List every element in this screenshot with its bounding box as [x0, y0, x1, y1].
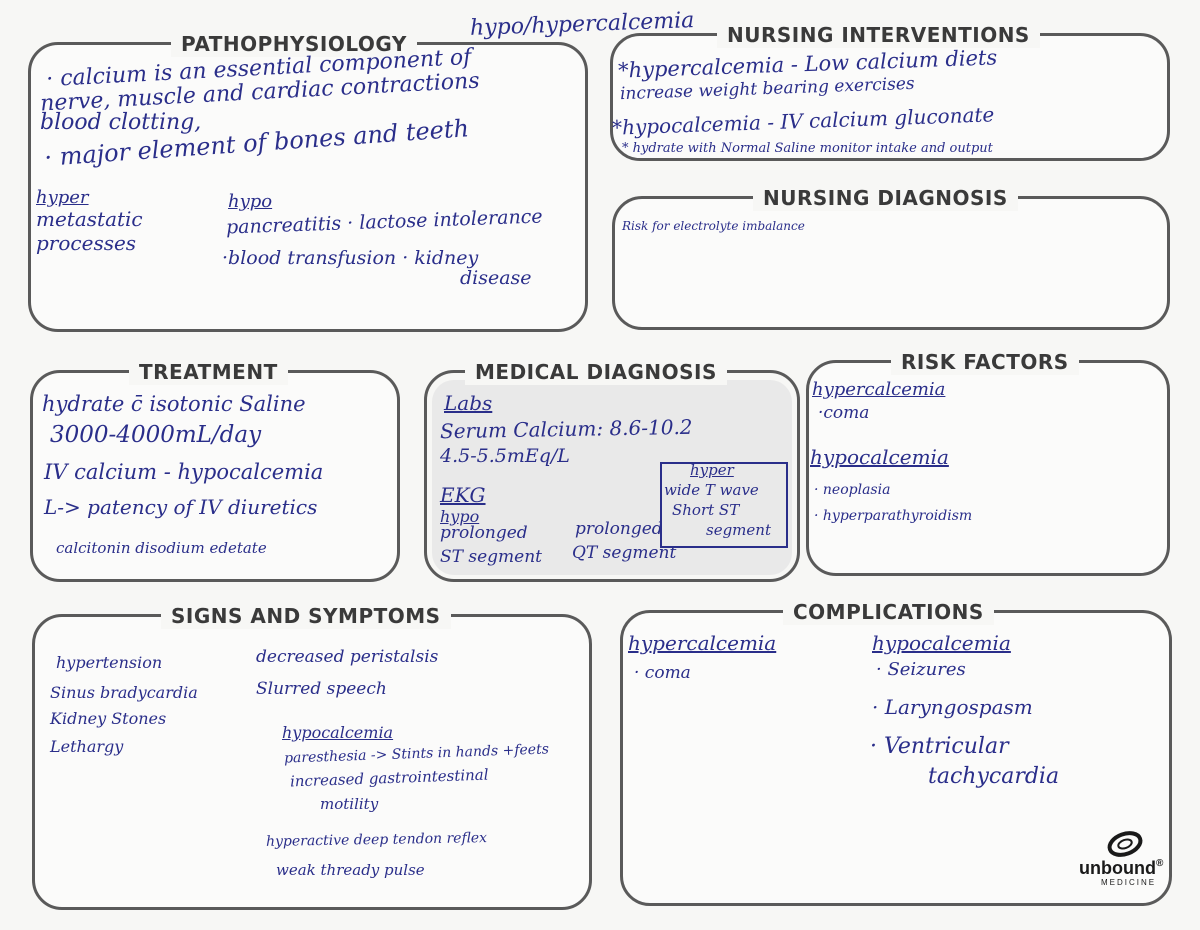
patho-hypo-item-2: ·blood transfusion · kidney — [222, 247, 479, 269]
ss-col1-item-2: Sinus bradycardia — [50, 683, 198, 702]
md-hyper-box-line-3: Short ST — [672, 501, 740, 519]
md-hypo-line-2: ST segment — [440, 547, 543, 567]
risk-hyper-label: hypercalcemia — [812, 379, 946, 400]
brand-sub: MEDICINE — [1101, 878, 1157, 887]
patho-hyper-item-1: metastatic — [36, 207, 143, 231]
pathophysiology-section: PATHOPHYSIOLOGY — [28, 31, 588, 332]
ss-col1-item-4: Lethargy — [50, 737, 124, 756]
comp-hypo-item-3: · Ventricular — [870, 734, 1009, 759]
nursing-interventions-section: NURSING INTERVENTIONS — [610, 22, 1170, 161]
md-hyper-box-line-1: hyper — [690, 461, 734, 479]
risk-hypo-item-1: · neoplasia — [814, 482, 891, 498]
pathophysiology-title: PATHOPHYSIOLOGY — [171, 31, 417, 57]
interventions-line-4: * hydrate with Normal Saline monitor int… — [622, 141, 993, 156]
treatment-section: TREATMENT — [30, 359, 400, 582]
patho-hypo-item-3: disease — [460, 267, 532, 289]
comp-hypo-label: hypocalcemia — [872, 631, 1011, 655]
nursing-interventions-title: NURSING INTERVENTIONS — [717, 22, 1040, 48]
md-hypo-label: hypo — [440, 507, 480, 526]
md-labs-line-2: 4.5-5.5mEq/L — [440, 445, 570, 467]
ss-col2-item-2: Slurred speech — [256, 679, 387, 699]
signs-symptoms-title: SIGNS AND SYMPTOMS — [161, 603, 451, 629]
comp-hyper-item-1: · coma — [634, 663, 691, 683]
ss-bottom-line-2: weak thready pulse — [276, 861, 425, 879]
risk-hypo-item-2: · hyperparathyroidism — [814, 508, 973, 524]
treatment-line-3: IV calcium - hypocalcemia — [44, 460, 324, 484]
medical-diagnosis-title: MEDICAL DIAGNOSIS — [465, 359, 727, 385]
patho-line-3: blood clotting, — [40, 110, 202, 135]
treatment-line-1: hydrate c̄ isotonic Saline — [42, 392, 306, 416]
md-hyper-box-line-2: wide T wave — [664, 481, 759, 499]
treatment-line-2: 3000-4000mL/day — [50, 422, 262, 448]
md-prolonged-qt-2: QT segment — [572, 543, 677, 563]
unbound-logo-icon — [1107, 831, 1143, 857]
brand-name: unbound® — [1079, 858, 1164, 878]
comp-hyper-label: hypercalcemia — [628, 631, 777, 655]
md-ekg-label: EKG — [440, 483, 486, 507]
nursing-diagnosis-text: Risk for electrolyte imbalance — [622, 219, 805, 233]
treatment-title: TREATMENT — [129, 359, 288, 385]
ss-col2-item-1: decreased peristalsis — [256, 647, 439, 667]
nursing-diagnosis-section: NURSING DIAGNOSIS — [612, 185, 1170, 330]
nursing-diagnosis-title: NURSING DIAGNOSIS — [753, 185, 1018, 211]
patho-hyper-label: hyper — [36, 187, 89, 208]
md-labs-line-1: Serum Calcium: 8.6-10.2 — [439, 414, 693, 444]
comp-hypo-item-2: · Laryngospasm — [872, 695, 1033, 719]
ss-hypo-line-3: motility — [320, 795, 379, 813]
comp-hypo-item-1: · Seizures — [876, 659, 966, 680]
ss-col1-item-3: Kidney Stones — [50, 709, 167, 728]
ss-hypo-label: hypocalcemia — [282, 723, 394, 742]
unbound-medicine-logo: unbound® MEDICINE — [1075, 830, 1175, 890]
risk-factors-title: RISK FACTORS — [891, 349, 1079, 375]
treatment-line-5: calcitonin disodium edetate — [56, 539, 267, 557]
complications-section: COMPLICATIONS — [620, 599, 1172, 906]
risk-hypo-label: hypocalcemia — [810, 445, 949, 469]
treatment-line-4: L-> patency of IV diuretics — [44, 495, 318, 519]
md-hyper-box-line-4: segment — [706, 521, 771, 539]
risk-factors-section: RISK FACTORS — [806, 349, 1170, 576]
md-prolonged-qt-1: prolonged — [575, 519, 663, 539]
md-hyper-box — [660, 462, 788, 548]
medical-diagnosis-shading — [432, 380, 792, 575]
medical-diagnosis-section: MEDICAL DIAGNOSIS — [424, 359, 800, 582]
patho-hyper-item-2: processes — [36, 231, 137, 255]
complications-title: COMPLICATIONS — [783, 599, 994, 625]
ss-col1-item-1: hypertension — [56, 653, 163, 672]
signs-symptoms-section: SIGNS AND SYMPTOMS — [32, 603, 592, 910]
patho-hypo-label: hypo — [228, 191, 273, 212]
risk-hyper-item-1: ·coma — [818, 403, 870, 423]
md-labs-label: Labs — [444, 391, 493, 415]
comp-hypo-item-4: tachycardia — [928, 764, 1060, 789]
md-hypo-line-1: prolonged — [440, 523, 528, 543]
